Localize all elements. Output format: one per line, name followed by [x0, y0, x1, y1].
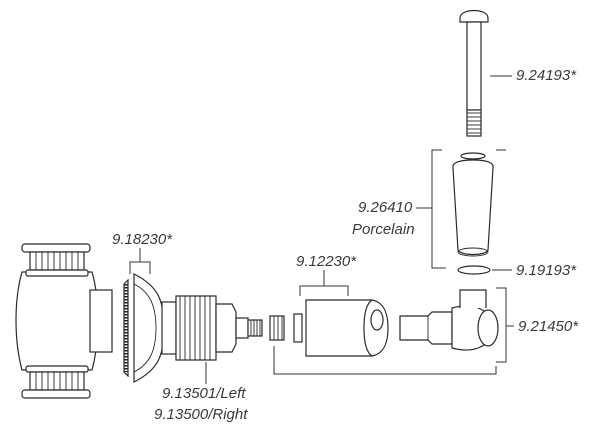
label-cartridge-right: 9.13500/Right: [154, 406, 248, 423]
label-handle-screw: 9.24193*: [516, 67, 577, 84]
escutcheon-ring: [123, 273, 165, 383]
handle-screw: [459, 9, 489, 137]
porcelain-handle: [452, 152, 494, 257]
leader-lines: [129, 75, 514, 384]
spline-adapter: [269, 313, 303, 343]
label-handle-code: 9.26410: [358, 199, 413, 216]
label-washer: 9.19193*: [516, 262, 577, 279]
valve-body: [15, 243, 113, 399]
washer: [457, 265, 491, 275]
cover-sleeve: [305, 299, 389, 357]
label-escutcheon: 9.18230*: [112, 231, 173, 248]
valve-cartridge: [161, 295, 263, 361]
label-handle-assembly: 9.21450*: [518, 318, 579, 335]
label-handle-material: Porcelain: [352, 221, 415, 238]
handle-assembly: [399, 289, 499, 351]
label-cover-sleeve: 9.12230*: [296, 253, 357, 270]
label-cartridge-left: 9.13501/Left: [162, 385, 246, 402]
